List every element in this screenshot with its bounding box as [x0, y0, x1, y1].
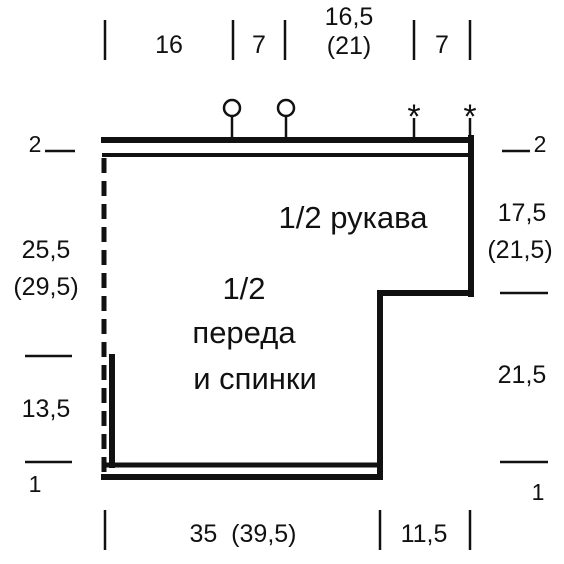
circle-marker-icon [222, 98, 242, 138]
asterisk-symbol: * [407, 98, 420, 136]
right-dim-17-5: 17,5 [498, 199, 547, 227]
left-dimension-ticks [25, 149, 75, 464]
asterisk-marker-icon: * [463, 98, 477, 138]
right-dim-21-5-paren: (21,5) [487, 236, 552, 264]
top-dim-7-right: 7 [435, 31, 449, 59]
left-dim-25-5: 25,5 [22, 236, 71, 264]
circle-marker-icon [276, 98, 296, 138]
asterisk-marker-icon: * [407, 98, 421, 138]
body-label-back: и спинки [193, 361, 317, 396]
top-dim-7-left: 7 [252, 31, 266, 59]
top-dim-21: (21) [327, 32, 371, 60]
body-label-fraction: 1/2 [222, 271, 265, 306]
right-dim-21-5: 21,5 [498, 361, 547, 389]
body-label-front: переда [192, 315, 296, 350]
right-dimension-ticks [500, 149, 548, 464]
asterisk-symbol: * [463, 98, 476, 136]
bottom-dim-35: 35 (39,5) [189, 520, 296, 548]
row-marker-2-right: 2 [534, 131, 547, 157]
top-dim-16-5: 16,5 [325, 3, 374, 31]
bottom-dim-11-5: 11,5 [401, 520, 448, 548]
top-dim-16: 16 [155, 31, 183, 59]
sleeve-label: 1/2 рукава [279, 200, 429, 235]
row-marker-2-left: 2 [29, 131, 42, 157]
left-dim-13-5: 13,5 [22, 395, 71, 423]
top-dimension-ticks [103, 20, 472, 60]
row-marker-1-right: 1 [532, 479, 545, 505]
bottom-dimension-ticks [103, 510, 472, 550]
row-marker-1-left: 1 [29, 471, 42, 497]
left-dim-29-5: (29,5) [13, 273, 78, 301]
pattern-outline [101, 135, 474, 480]
